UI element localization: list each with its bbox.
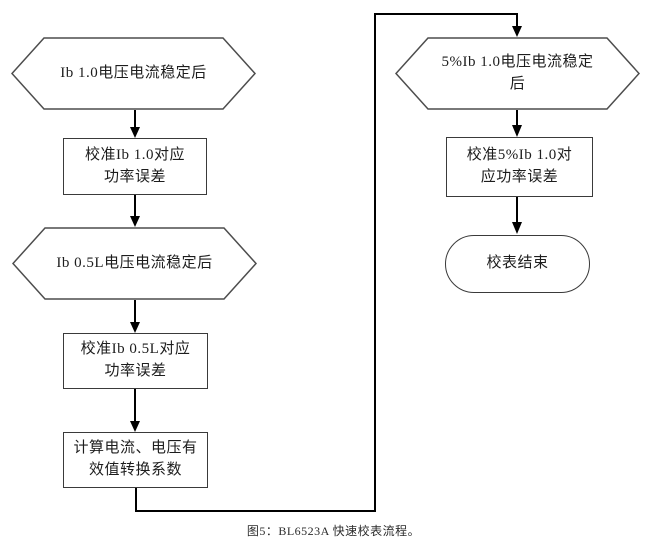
arrowhead-end — [512, 222, 522, 234]
node-label: Ib 0.5L电压电流稳定后 — [56, 254, 213, 271]
hexagon-shape — [395, 37, 640, 110]
figure-caption: 图5：BL6523A 快速校表流程。 — [246, 524, 421, 538]
node-label: 5%Ib 1.0电压电流稳定 后 — [441, 53, 594, 92]
node-label: 计算电流、电压有 效值转换系数 — [73, 440, 198, 478]
node-label: 校准5%Ib 1.0对 应功率误差 — [466, 147, 573, 185]
arrowhead-rect2 — [130, 322, 140, 333]
node-condition-ib-1-0: Ib 1.0电压电流稳定后 — [11, 37, 256, 110]
node-label: Ib 1.0电压电流稳定后 — [60, 64, 207, 81]
node-condition-5pct-ib-1-0: 5%Ib 1.0电压电流稳定 后 — [395, 37, 640, 110]
node-calibrate-5pct-ib-1-0: 校准5%Ib 1.0对 应功率误差 — [446, 137, 593, 197]
node-label: 校表结束 — [486, 255, 549, 272]
node-label: 校准Ib 0.5L对应 功率误差 — [80, 341, 191, 379]
arrowhead-rect3 — [130, 421, 140, 432]
arrowhead-rect1 — [130, 127, 140, 138]
node-condition-ib-0-5l: Ib 0.5L电压电流稳定后 — [12, 227, 257, 300]
arrowhead-rect4 — [512, 125, 522, 137]
node-end-terminator: 校表结束 — [445, 235, 590, 293]
connector-feedback-route — [135, 13, 518, 512]
node-calibrate-ib-0-5l: 校准Ib 0.5L对应 功率误差 — [63, 333, 208, 389]
node-label: 校准Ib 1.0对应 功率误差 — [85, 146, 185, 185]
hexagon-shape — [12, 227, 257, 300]
arrowhead-hex3 — [512, 26, 522, 37]
arrowhead-hex2 — [130, 216, 140, 227]
hexagon-shape — [11, 37, 256, 110]
node-calc-rms-coefficients: 计算电流、电压有 效值转换系数 — [63, 432, 208, 488]
node-calibrate-ib-1-0: 校准Ib 1.0对应 功率误差 — [63, 138, 207, 195]
